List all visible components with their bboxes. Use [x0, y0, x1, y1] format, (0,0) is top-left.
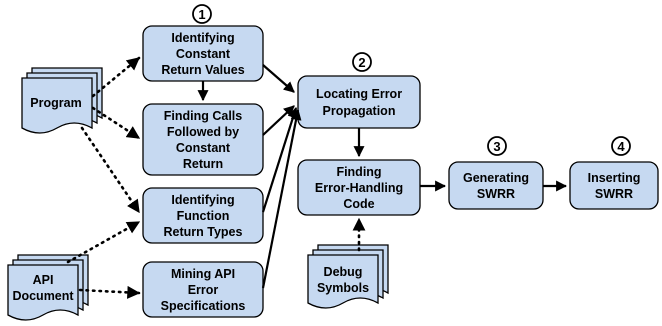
debug-symbols-document: Debug Symbols — [307, 244, 389, 309]
program-document: Program — [21, 67, 103, 134]
badge-step-1-number: 1 — [198, 7, 205, 22]
arrow-api-to-identifying-function — [66, 220, 141, 264]
badge-step-3-number: 3 — [493, 139, 500, 154]
box-inserting-swrr: Inserting SWRR — [569, 161, 659, 210]
dotted-arrows — [66, 56, 366, 299]
arrow-identifying-function-to-locating-error — [261, 106, 299, 213]
locating-error-line2: Propagation — [323, 104, 396, 118]
api-doc-page-front — [7, 264, 79, 321]
box-mining-api-shape — [142, 261, 264, 318]
arrow-api-to-mining-api — [78, 285, 141, 299]
box-finding-error-handling-shape — [297, 159, 421, 216]
box-inserting-swrr-shape — [569, 161, 659, 210]
finding-calls-line2: Followed by — [167, 125, 239, 139]
finding-calls-line1: Finding Calls — [164, 109, 243, 123]
badge-step-4-circle — [611, 136, 631, 156]
box-finding-calls: Finding Calls Followed by Constant Retur… — [142, 103, 264, 176]
box-locating-error-propagation: Locating Error Propagation — [297, 75, 421, 129]
debug-doc-page-front — [307, 254, 379, 309]
badge-step-3: 3 — [487, 136, 507, 156]
badge-step-2-number: 2 — [358, 55, 365, 70]
finding-error-handling-line2: Error-Handling — [315, 181, 403, 195]
badge-step-3-circle — [487, 136, 507, 156]
locating-error-line1: Locating Error — [316, 87, 402, 101]
api-document-label-line2: Document — [12, 289, 74, 303]
arrow-program-to-finding-calls — [91, 106, 141, 140]
box-finding-calls-shape — [142, 103, 264, 176]
finding-calls-line3: Constant — [176, 141, 231, 155]
generating-swrr-line1: Generating — [463, 171, 529, 185]
box-identifying-function-return-types-shape — [142, 187, 264, 244]
box-generating-swrr: Generating SWRR — [448, 161, 544, 210]
arrow-program-to-identifying-function — [80, 126, 141, 214]
badge-step-4-number: 4 — [617, 139, 625, 154]
finding-error-handling-line1: Finding — [336, 165, 381, 179]
box-identifying-constant-return-values: Identifying Constant Return Values — [142, 25, 264, 82]
identifying-constant-line1: Identifying — [171, 31, 234, 45]
solid-arrows — [197, 64, 568, 289]
identifying-function-line1: Identifying — [171, 193, 234, 207]
inserting-swrr-line1: Inserting — [588, 171, 641, 185]
program-label: Program — [30, 96, 81, 110]
generating-swrr-line2: SWRR — [477, 187, 515, 201]
identifying-function-line3: Return Types — [164, 225, 243, 239]
mining-api-line2: Error — [188, 283, 219, 297]
api-document-label-line1: API — [33, 273, 54, 287]
box-locating-error-shape — [297, 75, 421, 129]
box-finding-error-handling-code: Finding Error-Handling Code — [297, 159, 421, 216]
api-document: API Document — [7, 254, 89, 321]
mining-api-line3: Specifications — [161, 299, 246, 313]
badge-step-2-circle — [352, 52, 372, 72]
identifying-function-line2: Function — [177, 209, 230, 223]
badge-step-4: 4 — [611, 136, 631, 156]
arrow-mining-api-to-locating-error — [261, 108, 302, 289]
debug-symbols-label-line1: Debug — [324, 265, 363, 279]
program-doc-page-front — [21, 77, 93, 134]
box-identifying-function-return-types: Identifying Function Return Types — [142, 187, 264, 244]
identifying-constant-line3: Return Values — [161, 63, 244, 77]
finding-error-handling-line3: Code — [343, 197, 374, 211]
badge-step-1: 1 — [192, 4, 212, 24]
debug-symbols-label-line2: Symbols — [317, 281, 369, 295]
identifying-constant-line2: Constant — [176, 47, 231, 61]
badge-step-2: 2 — [352, 52, 372, 72]
box-generating-swrr-shape — [448, 161, 544, 210]
mining-api-line1: Mining API — [171, 267, 235, 281]
badge-step-1-circle — [192, 4, 212, 24]
finding-calls-line4: Return — [183, 157, 223, 171]
box-mining-api-error-specifications: Mining API Error Specifications — [142, 261, 264, 318]
inserting-swrr-line2: SWRR — [595, 187, 633, 201]
arrow-identifying-constant-to-locating-error — [262, 64, 295, 93]
